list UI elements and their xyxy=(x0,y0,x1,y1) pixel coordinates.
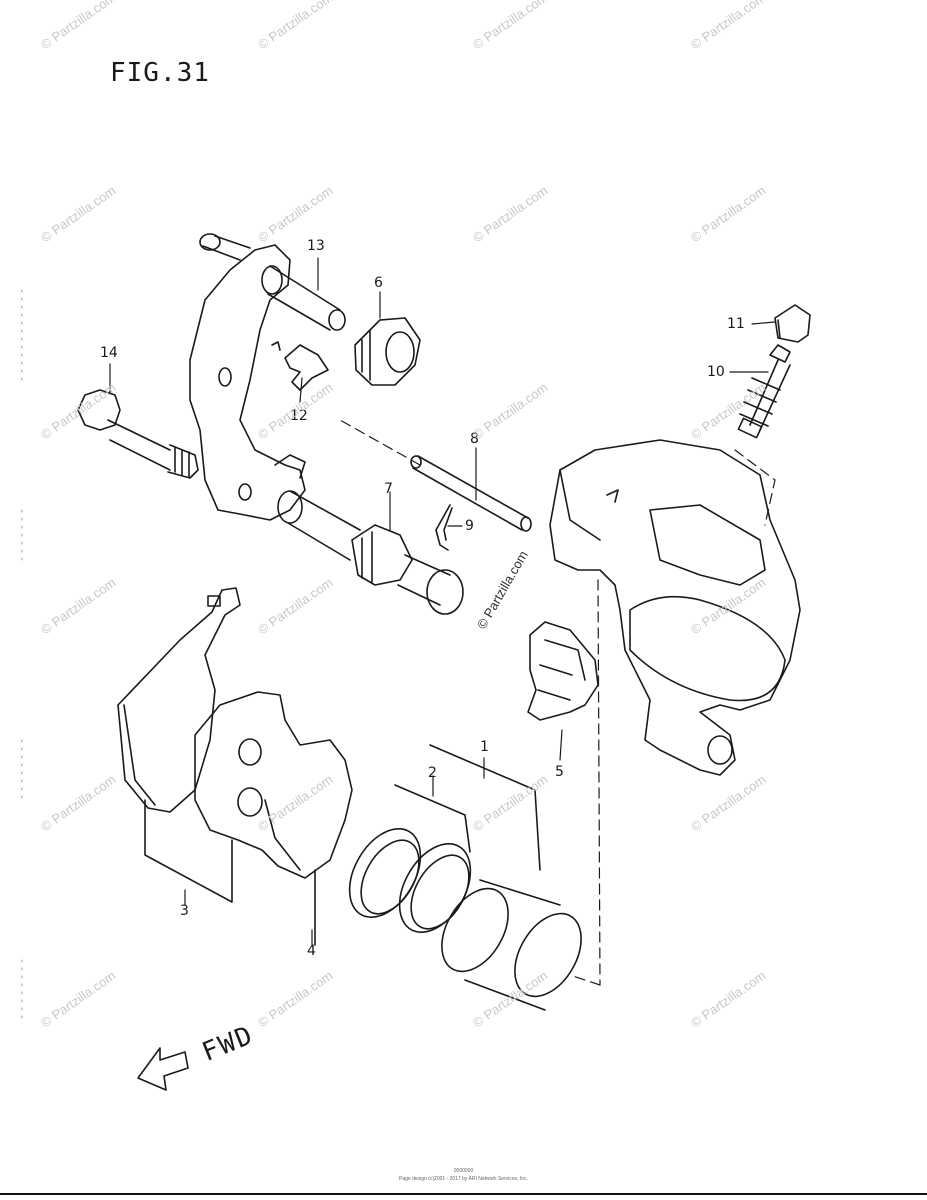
figure-title: FIG.31 xyxy=(110,58,210,88)
pin-boot xyxy=(354,317,421,386)
bottom-rule xyxy=(0,1193,927,1195)
callout-2[interactable]: 2 xyxy=(428,765,437,781)
callout-5[interactable]: 5 xyxy=(555,764,564,780)
callout-11[interactable]: 11 xyxy=(727,316,745,332)
callout-10[interactable]: 10 xyxy=(707,364,725,380)
retaining-clip xyxy=(271,341,329,391)
brake-pad-inner xyxy=(194,691,353,879)
caliper-bracket xyxy=(189,244,306,521)
callout-14[interactable]: 14 xyxy=(100,345,118,361)
kit-boundary-planes xyxy=(144,744,541,946)
upper-slide-pin xyxy=(199,233,346,331)
callout-4[interactable]: 4 xyxy=(307,943,316,959)
caliper-piston xyxy=(441,879,582,1011)
callout-9[interactable]: 9 xyxy=(465,518,474,534)
callout-3[interactable]: 3 xyxy=(180,903,189,919)
pad-spring xyxy=(527,621,599,721)
bleeder-cap xyxy=(774,304,811,343)
bleeder-valve xyxy=(737,344,791,439)
callout-12[interactable]: 12 xyxy=(290,408,308,424)
brake-pad-outer xyxy=(117,587,241,813)
callout-leaders xyxy=(109,257,776,947)
assembly-centerlines xyxy=(339,419,776,986)
callout-6[interactable]: 6 xyxy=(374,275,383,291)
lower-slide-pin xyxy=(277,490,464,615)
caliper-body xyxy=(549,439,801,776)
pad-pin xyxy=(410,455,532,532)
r-clip xyxy=(435,504,453,551)
footer-copyright: Page design (c)2001 - 2017 by ARI Networ… xyxy=(399,1176,528,1182)
callout-7[interactable]: 7 xyxy=(384,481,393,497)
callout-8[interactable]: 8 xyxy=(470,431,479,447)
callout-13[interactable]: 13 xyxy=(307,238,325,254)
forward-direction-arrow xyxy=(137,1047,189,1091)
piston-seal xyxy=(348,828,422,918)
mounting-bolt xyxy=(77,389,199,479)
footer-code: 0000000 xyxy=(453,1168,474,1174)
callout-1[interactable]: 1 xyxy=(480,739,489,755)
